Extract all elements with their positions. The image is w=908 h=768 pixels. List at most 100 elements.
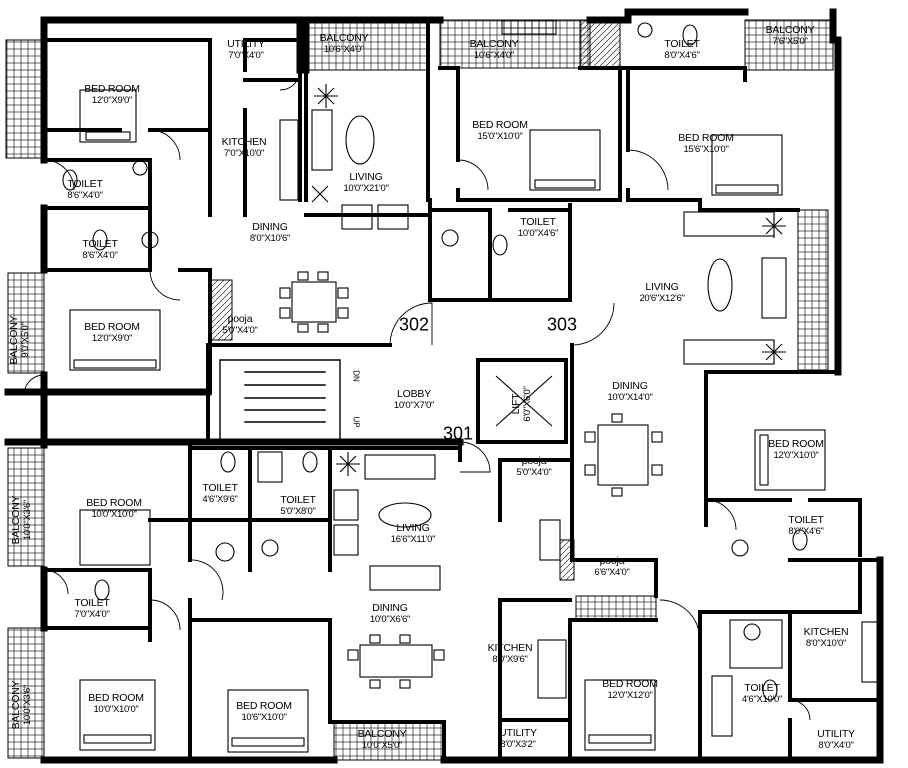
room-name: pooja: [521, 455, 547, 467]
room-dimension: 20'6"X12'6": [639, 293, 685, 304]
furniture: [62, 22, 879, 753]
room-dimension: 4'6"X10'0": [741, 694, 783, 705]
room-name: TOILET: [520, 216, 556, 228]
room-dimension: 7'0"X4'0": [228, 50, 264, 61]
room-name: TOILET: [744, 682, 780, 694]
doors: [23, 69, 811, 721]
room-dimension: 10'0"X10'0": [91, 509, 137, 520]
room-dimension: 5'0"X4'0": [222, 325, 258, 336]
room-name: TOILET: [82, 238, 118, 250]
stair-up-label: UP: [351, 416, 361, 428]
room-dimension: 9'0"X5'0": [20, 322, 31, 358]
room-dimension: 8'0"X9'6": [492, 654, 528, 665]
room-dimension: 7'0"X4'0": [74, 609, 110, 620]
room-name: KITCHEN: [221, 136, 267, 148]
room-name: LIVING: [645, 281, 679, 293]
room-dimension: 7'0"X10'0": [223, 148, 265, 159]
room-name: BALCONY: [10, 495, 22, 545]
room-dimension: 8'6"X4'0": [82, 250, 118, 261]
room-name: BED ROOM: [678, 132, 734, 144]
lobby-name: LOBBY: [396, 388, 432, 400]
room-dimension: 10'0"X5'0": [361, 740, 403, 751]
room-dimension: 12'0"X9'0": [91, 95, 133, 106]
room-dimension: 5'0"X4'0": [516, 467, 552, 478]
room-dimension: 10'6"X4'0": [473, 50, 515, 61]
room-name: BED ROOM: [472, 119, 528, 131]
room-dimension: 15'0"X10'0": [477, 131, 523, 142]
lobby-label: LOBBY 10'0"X7'0": [394, 388, 434, 412]
room-name: BED ROOM: [86, 497, 142, 509]
stair-down-label: DN: [351, 370, 361, 382]
room-dimension: 8'0"X4'0": [818, 740, 854, 751]
room-name: TOILET: [202, 482, 238, 494]
flat-number-303: 303: [546, 314, 578, 335]
room-name: TOILET: [280, 494, 316, 506]
room-name: LIVING: [396, 522, 430, 534]
room-name: UTILITY: [227, 38, 265, 50]
room-name: BED ROOM: [236, 700, 292, 712]
room-dimension: 8'0"X10'0": [805, 638, 847, 649]
room-name: UTILITY: [499, 727, 537, 739]
room-name: BALCONY: [319, 32, 369, 44]
room-name: KITCHEN: [803, 626, 849, 638]
flat-number-301: 301: [442, 423, 474, 444]
room-name: LIVING: [349, 171, 383, 183]
room-name: UTILITY: [817, 728, 855, 740]
room-name: BED ROOM: [84, 321, 140, 333]
room-dimension: 4'6"X9'6": [202, 494, 238, 505]
room-name: BED ROOM: [88, 692, 144, 704]
room-dimension: 15'6"X10'0": [683, 144, 729, 155]
room-name: BED ROOM: [84, 83, 140, 95]
room-dimension: 12'0"X9'0": [91, 333, 133, 344]
room-name: BALCONY: [10, 680, 22, 730]
room-name: pooja: [599, 555, 625, 567]
room-dimension: 8'0"X3'2": [500, 739, 536, 750]
room-name: TOILET: [74, 597, 110, 609]
room-dimension: 8'0"X4'6": [664, 50, 700, 61]
room-dimension: 10'0"X14'0": [607, 392, 653, 403]
room-name: pooja: [227, 313, 253, 325]
room-dimension: 10'6"X4'0": [323, 44, 365, 55]
room-dimension: 8'6"X4'0": [67, 190, 103, 201]
outer-walls: [4, 8, 884, 764]
room-name: KITCHEN: [487, 642, 533, 654]
room-dimension: 12'0"X12'0": [607, 690, 653, 701]
room-dimension: 10'0"X3'6": [22, 684, 33, 726]
room-name: DINING: [372, 602, 408, 614]
room-dimension: 8'0"X10'6": [249, 233, 291, 244]
lift-dim: 6'0"X6'0": [522, 386, 533, 422]
room-dimension: 16'6"X11'0": [390, 534, 436, 545]
interior-walls: [42, 18, 882, 762]
room-dimension: 10'0"X10'0": [93, 704, 139, 715]
flat-number-302: 302: [398, 314, 430, 335]
room-name: TOILET: [788, 514, 824, 526]
